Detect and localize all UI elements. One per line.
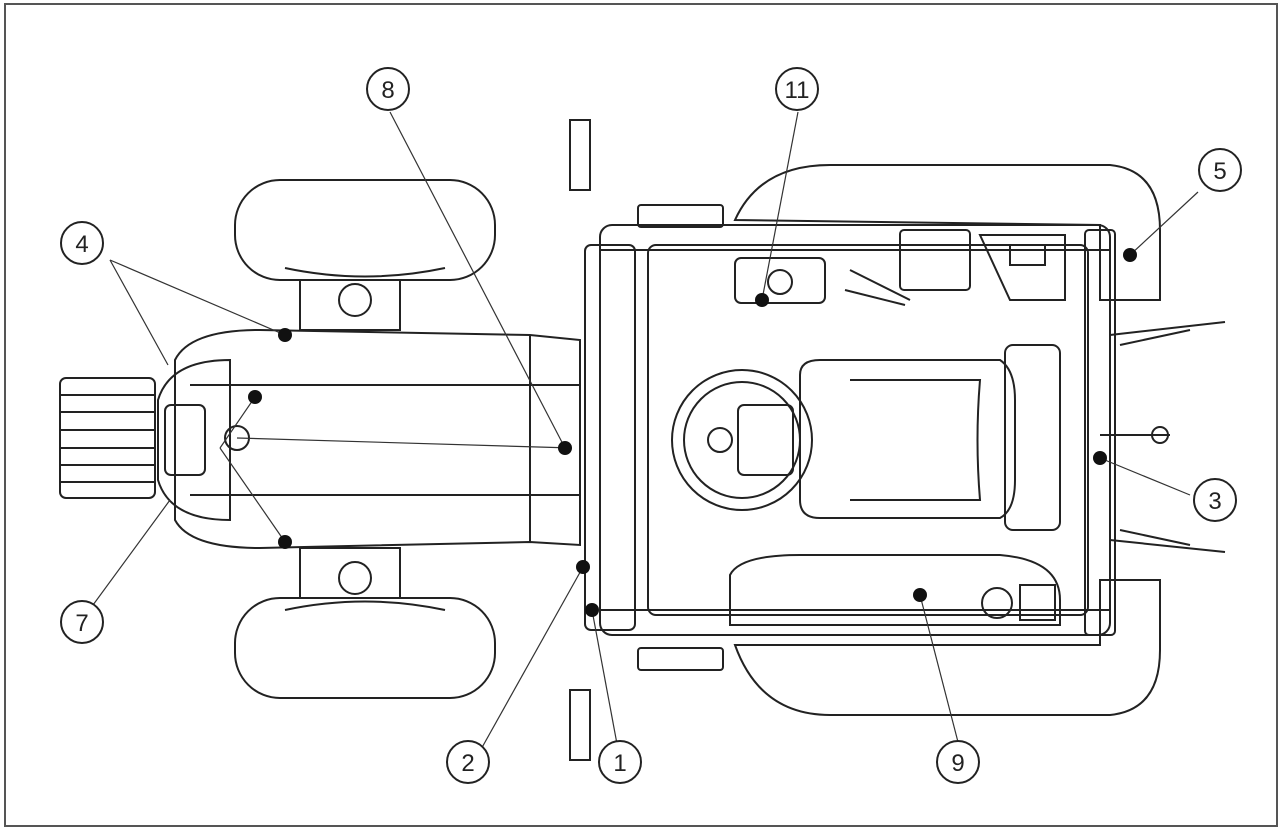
callout-label: 1 <box>613 750 626 777</box>
callout-label: 3 <box>1208 488 1221 515</box>
seat <box>799 359 1016 519</box>
grille <box>157 358 231 522</box>
lube-point <box>248 390 262 404</box>
cab-front <box>584 244 636 631</box>
cab-frame <box>599 224 1111 636</box>
lube-point <box>1093 451 1107 465</box>
callout-label: 9 <box>951 750 964 777</box>
callout-2: 2 <box>446 740 490 784</box>
callout-11: 11 <box>775 67 819 111</box>
callout-label: 2 <box>461 750 474 777</box>
lube-point <box>585 603 599 617</box>
callout-4: 4 <box>60 221 104 265</box>
callout-5: 5 <box>1198 148 1242 192</box>
lube-point <box>913 588 927 602</box>
tractor-outline <box>59 119 1226 761</box>
lube-point <box>576 560 590 574</box>
lube-point <box>1123 248 1137 262</box>
callout-3: 3 <box>1193 478 1237 522</box>
callouts: 1 2 3 4 5 7 8 9 <box>60 67 1242 784</box>
front-weights <box>59 377 156 499</box>
callout-label: 4 <box>75 231 88 258</box>
callout-label: 7 <box>75 610 88 637</box>
rear-fender-right <box>733 579 1161 716</box>
callout-label: 8 <box>381 77 394 104</box>
rear-fender-left <box>733 164 1161 301</box>
front-wheel-left <box>234 179 496 281</box>
callout-label: 5 <box>1213 158 1226 185</box>
lube-point <box>278 535 292 549</box>
lube-points <box>248 248 1137 617</box>
steering-wheel <box>671 369 813 511</box>
callout-9: 9 <box>936 740 980 784</box>
lube-point <box>558 441 572 455</box>
callout-1: 1 <box>598 740 642 784</box>
callout-7: 7 <box>60 600 104 644</box>
lube-point <box>755 293 769 307</box>
callout-8: 8 <box>366 67 410 111</box>
hood <box>174 328 581 550</box>
callout-label: 11 <box>785 77 810 104</box>
lube-point <box>278 328 292 342</box>
leader-lines <box>81 111 1199 761</box>
front-wheel-right <box>234 597 496 699</box>
figure-border <box>4 3 1278 827</box>
